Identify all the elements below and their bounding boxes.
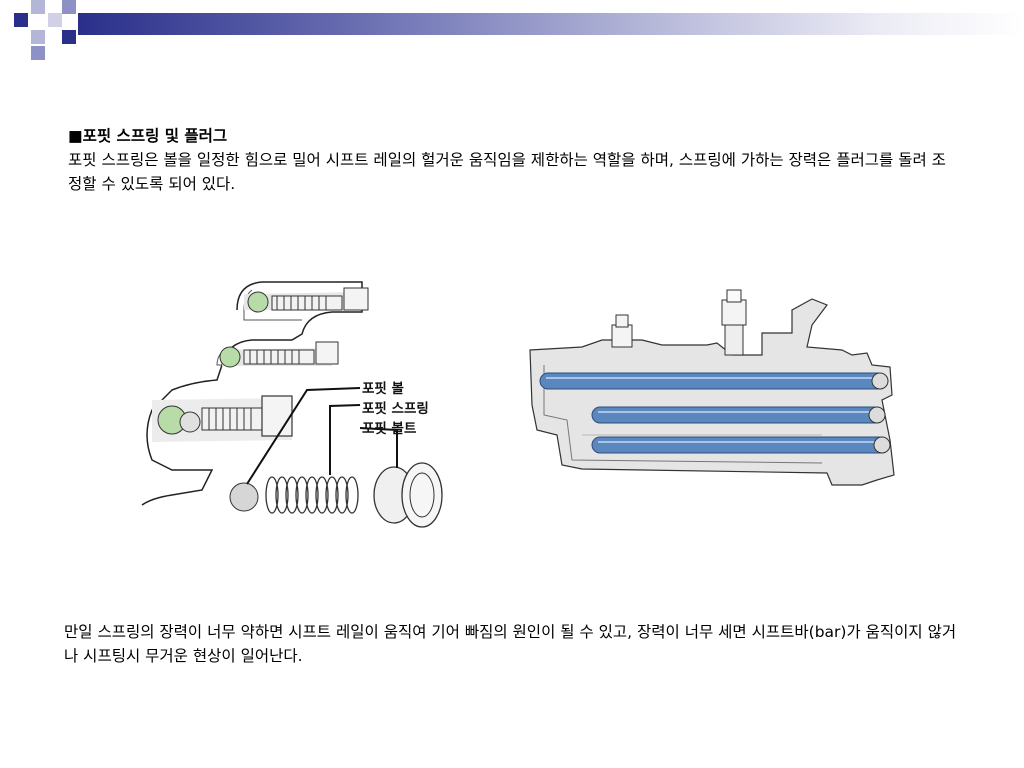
callout-poppet-bolt: 포핏 볼트 (362, 420, 417, 437)
section-heading: ■포핏 스프링 및 플러그 (68, 127, 228, 145)
shift-rail-figure (522, 285, 912, 519)
intro-paragraph: 포핏 스프링은 볼을 일정한 힘으로 밀어 시프트 레일의 헐거운 움직임을 제… (68, 151, 946, 193)
poppet-assembly-figure: 포핏 볼 포핏 스프링 포핏 볼트 (132, 270, 462, 544)
header-square-light (31, 30, 45, 44)
callout-poppet-ball: 포핏 볼 (362, 380, 404, 397)
header-square-dark (62, 30, 76, 44)
main-text-block: ■포핏 스프링 및 플러그 포핏 스프링은 볼을 일정한 힘으로 밀어 시프트 … (68, 124, 958, 196)
callout-poppet-spring: 포핏 스프링 (362, 400, 429, 417)
header-gradient-bar (78, 13, 1024, 35)
header-square-dark (14, 13, 28, 27)
footer-paragraph: 만일 스프링의 장력이 너무 약하면 시프트 레일이 움직여 기어 빠짐의 원인… (64, 623, 957, 665)
header-square-mid (31, 46, 45, 60)
header-square-light (31, 0, 45, 14)
header-square-mid (62, 0, 76, 14)
poppet-assembly-svg: 포핏 볼 포핏 스프링 포핏 볼트 (141, 281, 443, 528)
shift-rail-svg (529, 289, 895, 486)
header-square-light (48, 13, 62, 27)
slide-header-decoration (0, 0, 1024, 62)
